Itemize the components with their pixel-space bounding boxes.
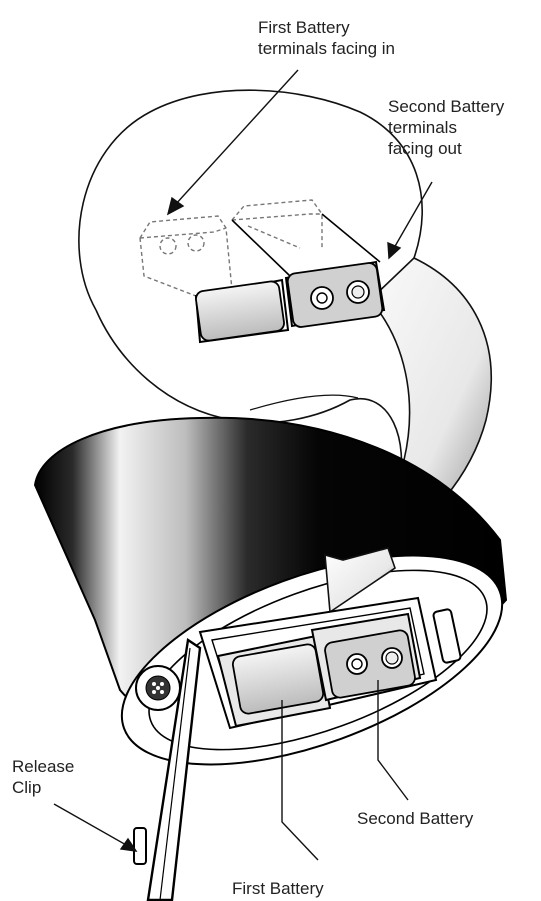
release-clip-line-1: Release <box>12 756 74 777</box>
first-battery-top-line-2: terminals facing in <box>258 38 395 59</box>
installed-second-battery <box>312 614 420 700</box>
second-battery-top-pointer <box>394 182 432 248</box>
release-clip-pointer <box>54 804 128 846</box>
second-battery-top-line-2: terminals <box>388 117 504 138</box>
bubble-second-battery-outline <box>232 200 322 250</box>
second-battery-label: Second Battery <box>357 808 473 829</box>
second-battery-top-label: Second Battery terminals facing out <box>388 96 504 159</box>
first-battery-label: First Battery <box>232 878 324 899</box>
release-clip-line-2: Clip <box>12 777 74 798</box>
bubble-first-battery-outline <box>140 216 232 296</box>
connector-port-icon <box>136 666 180 710</box>
first-battery-top-label: First Battery terminals facing in <box>258 17 395 59</box>
release-clip-label: Release Clip <box>12 756 74 798</box>
second-battery-top-line-1: Second Battery <box>388 96 504 117</box>
second-battery-top-line-3: facing out <box>388 138 504 159</box>
bubble-second-battery <box>286 214 384 328</box>
first-battery-top-line-1: First Battery <box>258 17 395 38</box>
